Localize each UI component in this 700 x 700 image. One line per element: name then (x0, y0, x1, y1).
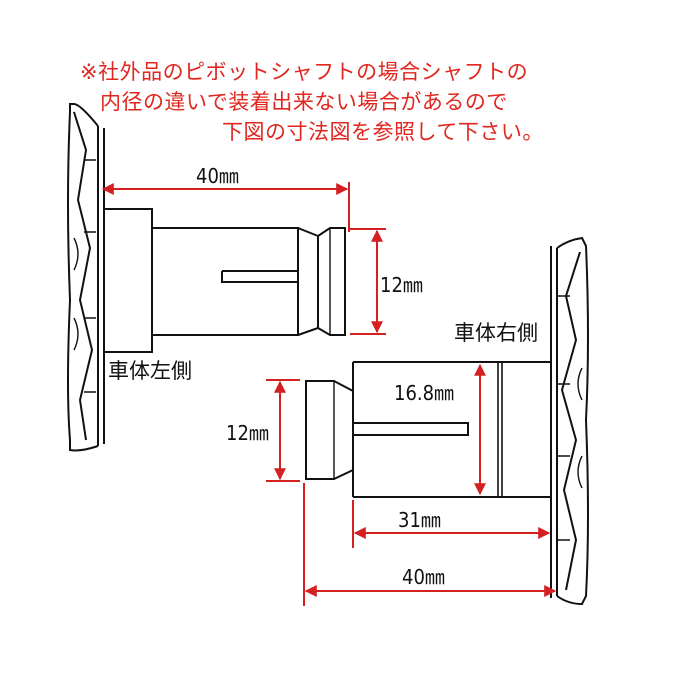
right-inner-diameter-dimension: 16.8㎜ (394, 363, 486, 496)
note-line-2: 内径の違いで装着出来ない場合があるので (100, 90, 508, 114)
right-shaft-body (305, 361, 551, 498)
left-length-dimension: 40㎜ (101, 164, 350, 232)
left-length-label: 40㎜ (196, 164, 239, 188)
right-side-label: 車体右側 (454, 321, 538, 345)
note-line-1: ※社外品のピボットシャフトの場合シャフトの (80, 60, 529, 84)
left-flange (67, 103, 105, 452)
right-shaft-length-label: 31㎜ (398, 508, 441, 532)
right-flange (550, 236, 589, 606)
left-diameter-dimension: 12㎜ (350, 228, 423, 335)
right-total-length-dimension: 40㎜ (303, 483, 557, 606)
note-line-3: 下図の寸法図を参照して下さい。 (222, 120, 544, 144)
left-shaft-body (103, 208, 346, 353)
right-inner-diameter-label: 16.8㎜ (394, 381, 454, 405)
right-pivot-shaft (305, 236, 589, 606)
left-side-label: 車体左側 (108, 359, 192, 383)
right-tip-diameter-label: 12㎜ (226, 421, 269, 445)
right-tip-diameter-dimension: 12㎜ (226, 379, 300, 482)
left-pivot-shaft (67, 103, 346, 452)
right-total-length-label: 40㎜ (402, 565, 445, 589)
left-diameter-label: 12㎜ (380, 273, 423, 297)
right-shaft-length-dimension: 31㎜ (352, 500, 551, 548)
